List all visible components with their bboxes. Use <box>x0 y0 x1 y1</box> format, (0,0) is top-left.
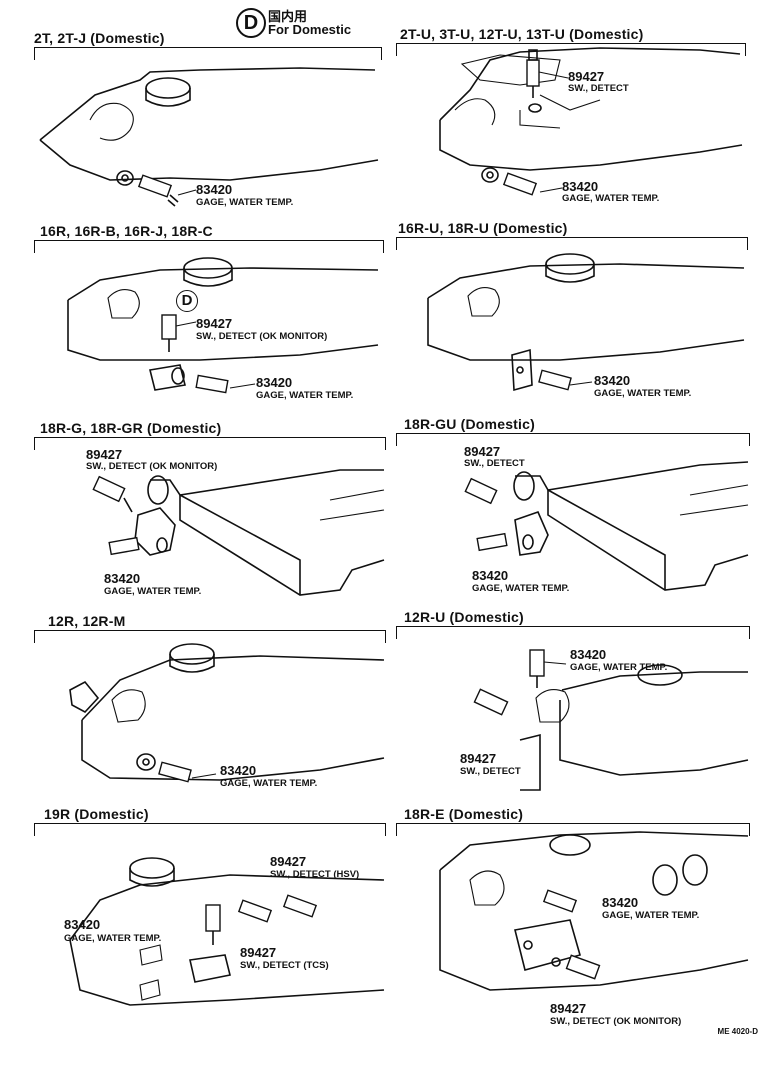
detect-switch-drawing <box>526 49 540 98</box>
panel-title-19r: 19R (Domestic) <box>44 806 149 822</box>
part-number: 83420 <box>602 895 639 910</box>
water-temp-gage-drawing <box>195 374 229 394</box>
water-temp-gage-drawing <box>542 889 578 913</box>
part-description: GAGE, WATER TEMP. <box>196 197 294 208</box>
part-number: 89427 <box>464 444 501 459</box>
panel-bracket <box>396 43 746 56</box>
water-temp-gage-drawing <box>476 532 508 552</box>
part-number: 89427 <box>270 854 307 869</box>
water-temp-gage-drawing <box>529 649 545 688</box>
panel-bracket <box>396 237 748 250</box>
part-description: GAGE, WATER TEMP. <box>220 778 318 789</box>
part-number: 83420 <box>64 917 101 932</box>
part-number: 89427 <box>196 316 233 331</box>
part-number: 83420 <box>570 647 607 662</box>
part-description: GAGE, WATER TEMP. <box>570 662 668 673</box>
legend-japanese-text: 国内用 <box>268 10 308 25</box>
panel-title-16r: 16R, 16R-B, 16R-J, 18R-C <box>40 223 213 239</box>
panel-title-2t-u: 2T-U, 3T-U, 12T-U, 13T-U (Domestic) <box>400 26 644 42</box>
panel-bracket <box>396 433 750 446</box>
domestic-mark: D <box>176 290 198 312</box>
part-description: GAGE, WATER TEMP. <box>602 910 700 921</box>
panel-title-16r-u: 16R-U, 18R-U (Domestic) <box>398 220 568 236</box>
engine-drawing-12r <box>69 643 385 781</box>
panel-bracket <box>34 240 384 253</box>
engine-drawing-16r <box>67 257 379 391</box>
water-temp-gage-drawing <box>502 172 538 196</box>
panel-bracket <box>34 823 386 836</box>
engine-drawing-18r-e <box>439 831 749 991</box>
part-description: GAGE, WATER TEMP. <box>64 933 162 944</box>
domestic-legend-mark: D <box>236 8 266 38</box>
water-temp-gage-drawing <box>108 536 140 556</box>
panel-title-12r: 12R, 12R-M <box>48 613 126 629</box>
part-description: GAGE, WATER TEMP. <box>256 390 354 401</box>
part-description: GAGE, WATER TEMP. <box>562 193 660 204</box>
part-description: SW., DETECT (HSV) <box>270 869 360 880</box>
panel-title-18r-gu: 18R-GU (Domestic) <box>404 416 535 432</box>
part-description: SW., DETECT (OK MONITOR) <box>550 1016 682 1027</box>
panel-bracket <box>34 630 386 643</box>
part-description: GAGE, WATER TEMP. <box>472 583 570 594</box>
water-temp-gage-drawing <box>137 174 179 207</box>
part-description: SW., DETECT (OK MONITOR) <box>86 461 218 472</box>
detect-switch-drawing <box>161 314 177 352</box>
part-number: 89427 <box>240 945 277 960</box>
panel-bracket <box>396 626 750 639</box>
part-description: SW., DETECT <box>460 766 521 777</box>
engine-drawing-19r <box>69 857 385 1006</box>
panel-title-18r-e: 18R-E (Domestic) <box>404 806 524 822</box>
part-number: 89427 <box>568 69 605 84</box>
engine-drawing-2t-u <box>439 47 743 183</box>
part-number: 83420 <box>220 763 257 778</box>
panel-bracket <box>34 47 382 60</box>
engine-drawing-18r-g <box>134 469 385 596</box>
engine-drawing-2t <box>39 67 379 186</box>
engine-drawing-18r-gu <box>513 461 749 591</box>
part-number: 83420 <box>104 571 141 586</box>
part-number: 89427 <box>460 751 497 766</box>
panel-title-12r-u: 12R-U (Domestic) <box>404 609 524 625</box>
detect-switch-tcs-drawing <box>237 899 273 923</box>
water-temp-gage-drawing <box>538 369 572 391</box>
detect-switch-hsv-drawing <box>282 894 318 918</box>
part-description: SW., DETECT (TCS) <box>240 960 329 971</box>
engine-drawing-12r-u <box>519 664 749 791</box>
part-number: 83420 <box>594 373 631 388</box>
water-temp-gage-drawing <box>205 904 221 945</box>
panel-bracket <box>396 823 750 836</box>
part-description: GAGE, WATER TEMP. <box>104 586 202 597</box>
part-number: 83420 <box>196 182 233 197</box>
detect-switch-drawing <box>464 477 498 505</box>
detect-switch-drawing <box>565 954 601 980</box>
part-description: SW., DETECT <box>464 458 525 469</box>
part-description: GAGE, WATER TEMP. <box>594 388 692 399</box>
part-number: 83420 <box>256 375 293 390</box>
part-description: SW., DETECT <box>568 83 629 94</box>
part-description: SW., DETECT (OK MONITOR) <box>196 331 328 342</box>
detect-switch-drawing <box>92 475 126 503</box>
panel-title-2t: 2T, 2T-J (Domestic) <box>34 30 165 46</box>
detect-switch-drawing <box>473 688 509 716</box>
part-number: 89427 <box>86 447 123 462</box>
legend-english-text: For Domestic <box>268 22 352 37</box>
part-number: 83420 <box>472 568 509 583</box>
figure-reference: ME 4020-D <box>717 1027 758 1036</box>
part-number: 89427 <box>550 1001 587 1016</box>
part-number: 83420 <box>562 179 599 194</box>
engine-drawing-16r-u <box>427 253 745 392</box>
panel-title-18r-g: 18R-G, 18R-GR (Domestic) <box>40 420 222 436</box>
water-temp-gage-drawing <box>158 761 192 783</box>
panel-bracket <box>34 437 386 450</box>
